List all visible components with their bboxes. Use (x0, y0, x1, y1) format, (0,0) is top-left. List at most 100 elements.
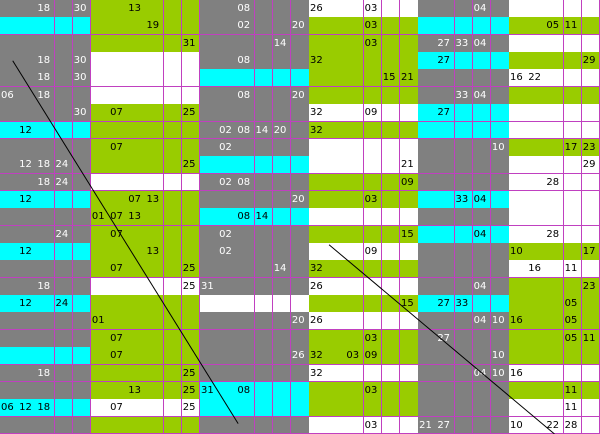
grid-cell (581, 312, 600, 331)
grid-cell (327, 208, 346, 227)
grid-cell (72, 295, 92, 313)
grid-cell (199, 104, 219, 123)
grid-cell: 28 (563, 416, 583, 434)
grid-cell (18, 364, 37, 383)
grid-cell: 32 (309, 347, 328, 366)
grid-cell (254, 329, 274, 348)
grid-cell (418, 364, 437, 383)
grid-cell (509, 17, 528, 36)
grid-cell (145, 295, 165, 313)
grid-cell (399, 260, 419, 279)
grid-cell (290, 156, 310, 175)
grid-cell (127, 260, 146, 279)
grid-cell (0, 347, 19, 366)
grid-cell (218, 86, 237, 105)
grid-cell (163, 86, 183, 105)
grid-cell (272, 364, 292, 383)
grid-cell (72, 260, 92, 279)
grid-cell (109, 277, 128, 296)
grid-cell (327, 347, 346, 366)
grid-cell (127, 121, 146, 140)
grid-cell: 31 (181, 34, 201, 53)
grid-cell (54, 190, 74, 209)
grid-cell (254, 0, 274, 18)
grid-cell (18, 260, 37, 279)
grid-cell (145, 138, 165, 157)
grid-cell (509, 381, 528, 400)
grid-cell (436, 243, 455, 261)
grid-cell (181, 0, 201, 18)
grid-cell (72, 34, 92, 53)
grid-cell (272, 399, 292, 418)
grid-cell (163, 0, 183, 18)
grid-cell: 08 (236, 173, 255, 192)
grid-cell: 14 (272, 34, 292, 53)
grid-cell (36, 243, 56, 261)
grid-cell (399, 34, 419, 53)
grid-cell (199, 399, 219, 418)
grid-cell (163, 69, 183, 88)
grid-cell (199, 208, 219, 227)
grid-cell: 09 (363, 347, 383, 366)
grid-cell (363, 364, 383, 383)
grid-cell (218, 381, 237, 400)
grid-cell (418, 243, 437, 261)
grid-cell (381, 399, 401, 418)
grid-cell: 30 (72, 52, 92, 70)
grid-cell (272, 138, 292, 157)
grid-cell: 07 (109, 260, 128, 279)
grid-cell (272, 156, 292, 175)
grid-cell: 14 (272, 260, 292, 279)
grid-cell: 12 (18, 243, 37, 261)
grid-cell (472, 295, 492, 313)
grid-cell (399, 312, 419, 331)
grid-cell (399, 0, 419, 18)
grid-cell (163, 104, 183, 123)
grid-cell (545, 104, 565, 123)
grid-cell (309, 208, 328, 227)
grid-cell (399, 52, 419, 70)
grid-cell: 18 (36, 173, 56, 192)
grid-cell: 31 (199, 381, 219, 400)
grid-cell (345, 364, 365, 383)
grid-cell (145, 86, 165, 105)
grid-cell (509, 295, 528, 313)
grid-cell (18, 0, 37, 18)
grid-cell (363, 295, 383, 313)
grid-cell: 27 (436, 52, 455, 70)
grid-cell: 12 (18, 295, 37, 313)
grid-cell (127, 138, 146, 157)
grid-cell (563, 243, 583, 261)
grid-cell (436, 312, 455, 331)
grid-cell (327, 416, 346, 434)
grid-cell (399, 121, 419, 140)
grid-cell (127, 399, 146, 418)
grid-cell (472, 104, 492, 123)
grid-cell (472, 173, 492, 192)
grid-cell (545, 52, 565, 70)
grid-cell (272, 243, 292, 261)
grid-cell: 09 (363, 104, 383, 123)
grid-cell (290, 243, 310, 261)
grid-cell (309, 69, 328, 88)
grid-cell (163, 381, 183, 400)
grid-cell (309, 399, 328, 418)
grid-cell (527, 173, 546, 192)
grid-cell (72, 381, 92, 400)
grid-cell (254, 277, 274, 296)
grid-cell (18, 208, 37, 227)
grid-cell (127, 416, 146, 434)
grid-cell (163, 312, 183, 331)
grid-cell: 14 (254, 208, 274, 227)
grid-cell (254, 416, 274, 434)
grid-cell (381, 0, 401, 18)
grid-cell (127, 86, 146, 105)
grid-cell (527, 86, 546, 105)
grid-cell (72, 329, 92, 348)
grid-cell (309, 416, 328, 434)
grid-cell (218, 364, 237, 383)
grid-cell (509, 156, 528, 175)
grid-cell (418, 190, 437, 209)
grid-cell (218, 69, 237, 88)
grid-cell (327, 104, 346, 123)
